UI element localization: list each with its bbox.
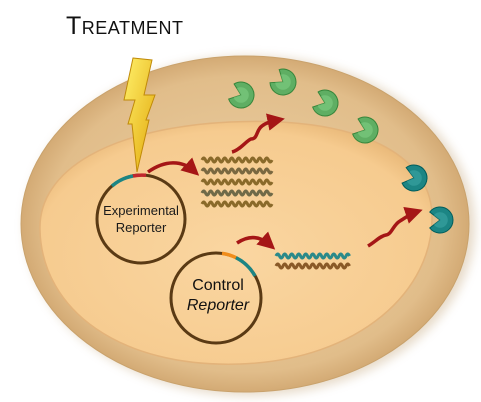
mrna-icon — [200, 178, 274, 186]
protein-icon — [312, 89, 339, 117]
protein-icon — [352, 116, 379, 144]
mrna-icon — [200, 200, 274, 208]
experimental-label-line2: Reporter — [115, 220, 167, 235]
control-reporter-label: Control Reporter — [172, 276, 264, 316]
lightning-icon — [123, 57, 156, 173]
control-mrna — [274, 252, 351, 270]
protein-icon — [401, 164, 428, 192]
treatment-title: Treatment — [66, 12, 184, 40]
protein-icon — [228, 81, 255, 109]
protein-icon — [269, 68, 297, 96]
control-plasmid — [169, 251, 263, 345]
protein-icon — [429, 206, 454, 234]
experimental-mrna — [200, 156, 274, 208]
control-label-line1: Control — [192, 277, 244, 294]
mrna-icon — [274, 262, 351, 270]
plasmid-icon — [169, 251, 263, 345]
mrna-icon — [274, 252, 351, 260]
mrna-icon — [200, 189, 274, 197]
mrna-icon — [200, 156, 274, 164]
arrow-icon — [231, 113, 285, 154]
mrna-icon — [200, 167, 274, 175]
experimental-plasmid — [95, 173, 187, 265]
proteins — [228, 68, 454, 234]
arrow-icon — [367, 207, 423, 248]
experimental-reporter-label: Experimental Reporter — [95, 202, 187, 236]
experimental-label-line1: Experimental — [103, 203, 179, 218]
arrow-icon — [236, 231, 276, 250]
arrow-icon — [146, 157, 200, 176]
control-label-line2: Reporter — [186, 297, 250, 314]
